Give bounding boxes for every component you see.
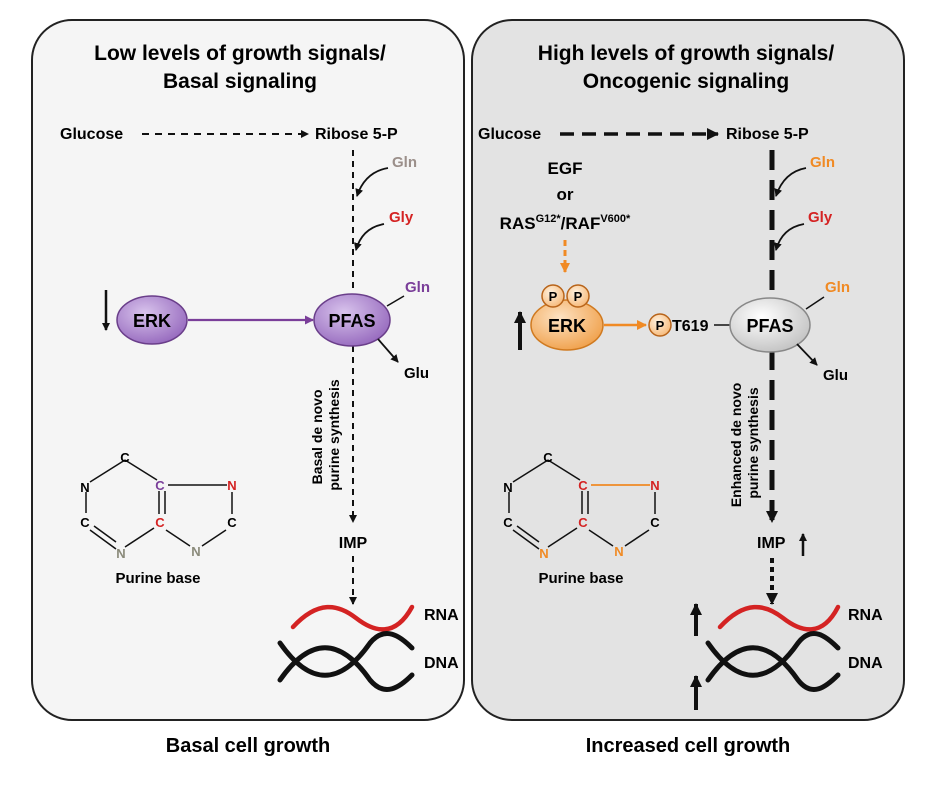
left-panel: Low levels of growth signals/ Basal sign… [31,19,465,721]
right-raf-superscript: V600* [600,213,631,225]
right-atom-c-mid-top: C [578,478,588,493]
right-ras-superscript: G12* [536,213,562,225]
right-raf-label: RAF [565,214,600,233]
right-atom-c-right: C [650,515,660,530]
right-pathway-label-line1: Enhanced de novo [728,383,744,507]
right-pfas-phospho [648,313,672,337]
left-dna-helix [277,631,415,692]
right-atom-n-right: N [650,478,659,493]
right-erk-p1-label: P [549,289,558,304]
right-atom-n-left: N [503,480,512,495]
left-atom-c-top: C [120,450,130,465]
left-atom-n-right: N [227,478,236,493]
right-title-line2: Oncogenic signaling [583,70,790,93]
right-pathway-label: Enhanced de novo purine synthesis [728,379,761,507]
right-egf-label: EGF [548,159,583,178]
right-ribose-label: Ribose 5-P [726,126,809,143]
right-purine-structure: C N C N C C N C N [503,450,660,561]
right-atom-c-top: C [543,450,553,465]
right-gln-right-link [805,296,825,310]
left-erk-label: ERK [133,311,171,331]
left-atom-n-bottom1: N [116,546,125,561]
left-purine-label: Purine base [115,570,200,587]
right-t619-label: T619 [672,318,709,335]
left-dna-label: DNA [424,655,459,672]
right-gln-top-arrow [774,167,807,197]
left-glu: Glu [404,365,429,382]
right-erk-phospho-1 [541,284,565,308]
right-pfas-p-label: P [656,318,665,333]
left-gln-top-arrow [355,167,389,197]
right-rna-label: RNA [848,607,883,624]
left-ribose-label: Ribose 5-P [315,126,398,143]
left-pathway-label: Basal de novo purine synthesis [309,379,342,490]
right-rna-strand [717,604,841,632]
left-pathway-label-line1: Basal de novo [309,389,325,484]
left-purine-structure: C N C N C C N C N [80,450,237,561]
left-pfas-node [313,293,391,347]
left-atom-c-right: C [227,515,237,530]
right-caption: Increased cell growth [586,735,791,757]
right-glu: Glu [823,367,848,384]
left-atom-c-mid-bottom: C [155,515,165,530]
right-atom-n-bottom2: N [614,544,623,559]
right-imp-label: IMP [757,535,786,552]
left-gly-arrow [353,223,385,251]
left-gly: Gly [389,209,414,226]
right-panel: High levels of growth signals/ Oncogenic… [471,19,905,721]
left-panel-frame [31,19,465,721]
right-title-line1: High levels of growth signals/ [538,42,835,65]
right-glucose-label: Glucose [478,126,541,143]
left-title-line2: Basal signaling [163,70,317,93]
right-pfas-node [729,297,811,353]
left-atom-c-left: C [80,515,90,530]
right-erk-phospho-2 [566,284,590,308]
left-caption: Basal cell growth [166,735,331,757]
right-or-label: or [557,185,574,204]
left-glucose-label: Glucose [60,126,123,143]
left-atom-c-mid-top: C [155,478,165,493]
right-erk-label: ERK [548,316,586,336]
right-gln-top: Gln [810,154,835,171]
right-ras-raf-label: RASG12*/RAFV600* [500,213,631,233]
left-erk-node [116,295,188,345]
left-atom-n-left: N [80,480,89,495]
right-gly: Gly [808,209,833,226]
right-glu-arrow [796,343,818,366]
right-atom-n-bottom1: N [539,546,548,561]
left-rna-label: RNA [424,607,459,624]
left-gln-right: Gln [405,279,430,296]
right-atom-c-left: C [503,515,513,530]
right-erk-p2-label: P [574,289,583,304]
left-atom-n-bottom2: N [191,544,200,559]
left-glu-arrow [377,338,399,363]
right-dna-helix [705,631,841,692]
left-pfas-label: PFAS [328,311,375,331]
left-rna-strand [290,604,415,632]
left-title-line1: Low levels of growth signals/ [94,42,386,65]
right-pfas-label: PFAS [746,316,793,336]
left-imp-label: IMP [339,535,368,552]
right-dna-label: DNA [848,655,883,672]
right-gln-right: Gln [825,279,850,296]
right-pathway-label-line2: purine synthesis [745,387,761,498]
right-purine-label: Purine base [538,570,623,587]
right-ras-raf-separator: / [561,214,566,233]
right-panel-frame [471,19,905,721]
left-gln-right-link [386,295,405,307]
right-gly-arrow [773,223,805,251]
left-gln-top: Gln [392,154,417,171]
right-atom-c-mid-bottom: C [578,515,588,530]
right-ras-label: RAS [500,214,536,233]
left-pathway-label-line2: purine synthesis [326,379,342,490]
